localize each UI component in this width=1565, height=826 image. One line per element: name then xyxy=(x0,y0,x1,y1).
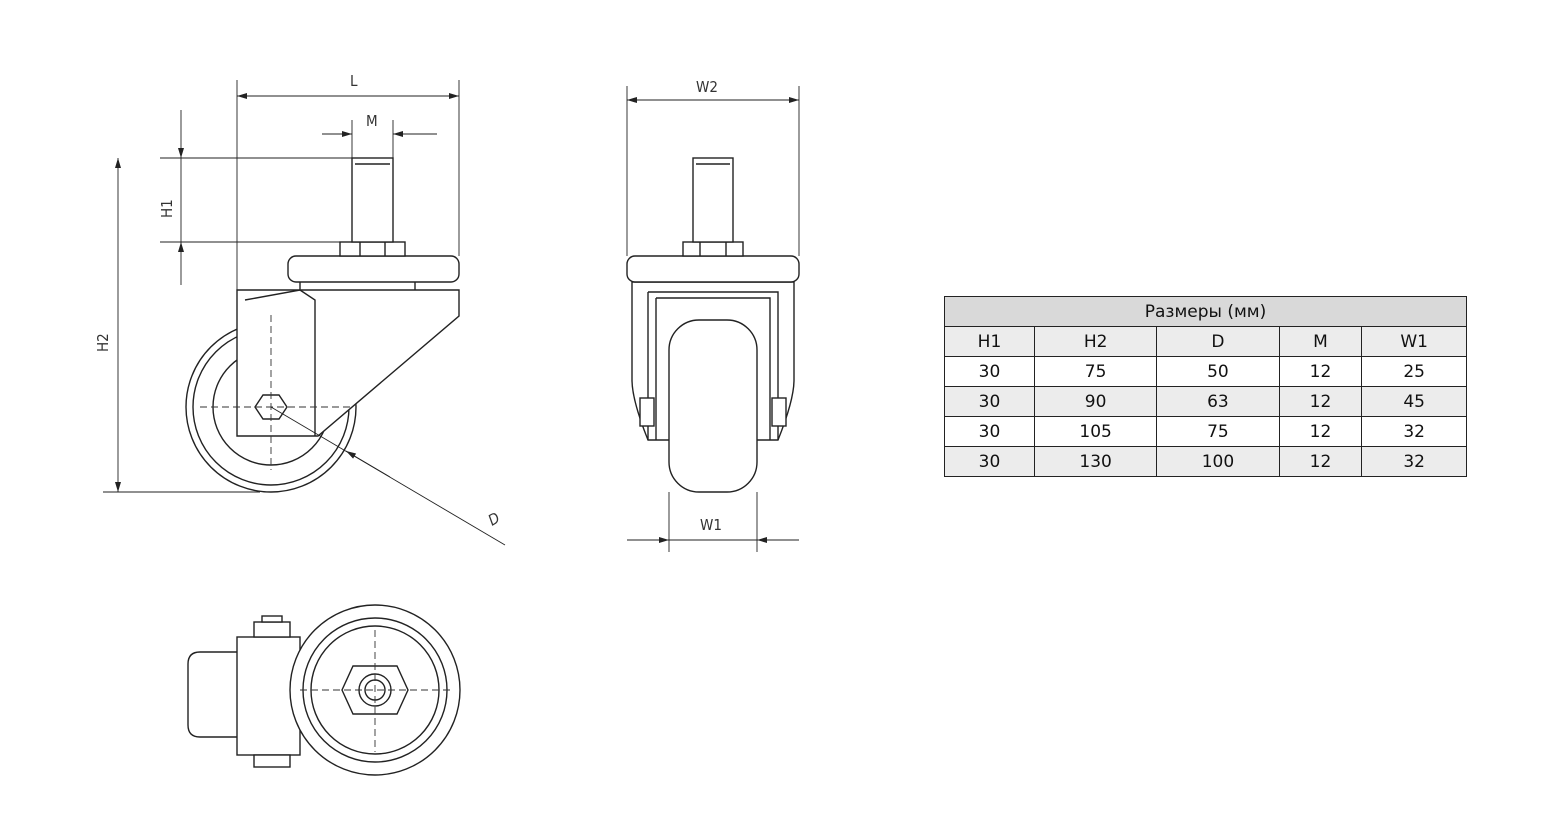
table-row: 30 90 63 12 45 xyxy=(944,386,1467,417)
table-cell: 12 xyxy=(1278,386,1363,417)
column-header: W1 xyxy=(1361,326,1467,357)
table-cell: 30 xyxy=(944,386,1035,417)
dim-label-w2: W2 xyxy=(696,78,718,96)
table-cell: 25 xyxy=(1361,356,1467,387)
dim-label-h2: H2 xyxy=(94,333,112,352)
table-cell: 30 xyxy=(944,416,1035,447)
table-row: 30 75 50 12 25 xyxy=(944,356,1467,387)
table-cell: 30 xyxy=(944,446,1035,477)
table-cell: 30 xyxy=(944,356,1035,387)
table-cell: 100 xyxy=(1156,446,1280,477)
table-cell: 75 xyxy=(1156,416,1280,447)
bottom-view xyxy=(187,604,461,776)
dim-label-d: D xyxy=(485,509,503,530)
column-header: M xyxy=(1278,326,1363,357)
table-row: 30 105 75 12 32 xyxy=(944,416,1467,447)
dim-label-l: L xyxy=(350,72,358,90)
side-view: L M H1 H2 D xyxy=(94,72,506,546)
column-header: H1 xyxy=(944,326,1035,357)
table-cell: 50 xyxy=(1156,356,1280,387)
column-header: D xyxy=(1156,326,1280,357)
dim-label-h1: H1 xyxy=(158,199,176,218)
front-view: W2 W1 xyxy=(626,78,800,552)
table-cell: 63 xyxy=(1156,386,1280,417)
table-cell: 12 xyxy=(1278,356,1363,387)
table-row: 30 130 100 12 32 xyxy=(944,446,1467,477)
table-title: Размеры (мм) xyxy=(944,296,1467,327)
dimensions-table: Размеры (мм) H1 H2 D M W1 30 75 50 12 25… xyxy=(944,296,1467,477)
table-cell: 45 xyxy=(1361,386,1467,417)
table-cell: 32 xyxy=(1361,446,1467,477)
table-cell: 12 xyxy=(1278,446,1363,477)
table-cell: 12 xyxy=(1278,416,1363,447)
table-cell: 90 xyxy=(1033,386,1158,417)
dim-label-w1: W1 xyxy=(700,516,722,534)
table-cell: 75 xyxy=(1033,356,1158,387)
column-header: H2 xyxy=(1033,326,1158,357)
dim-label-m: M xyxy=(366,112,378,130)
table-cell: 105 xyxy=(1033,416,1158,447)
table-header-row: H1 H2 D M W1 xyxy=(944,326,1467,357)
table-cell: 32 xyxy=(1361,416,1467,447)
table-cell: 130 xyxy=(1033,446,1158,477)
